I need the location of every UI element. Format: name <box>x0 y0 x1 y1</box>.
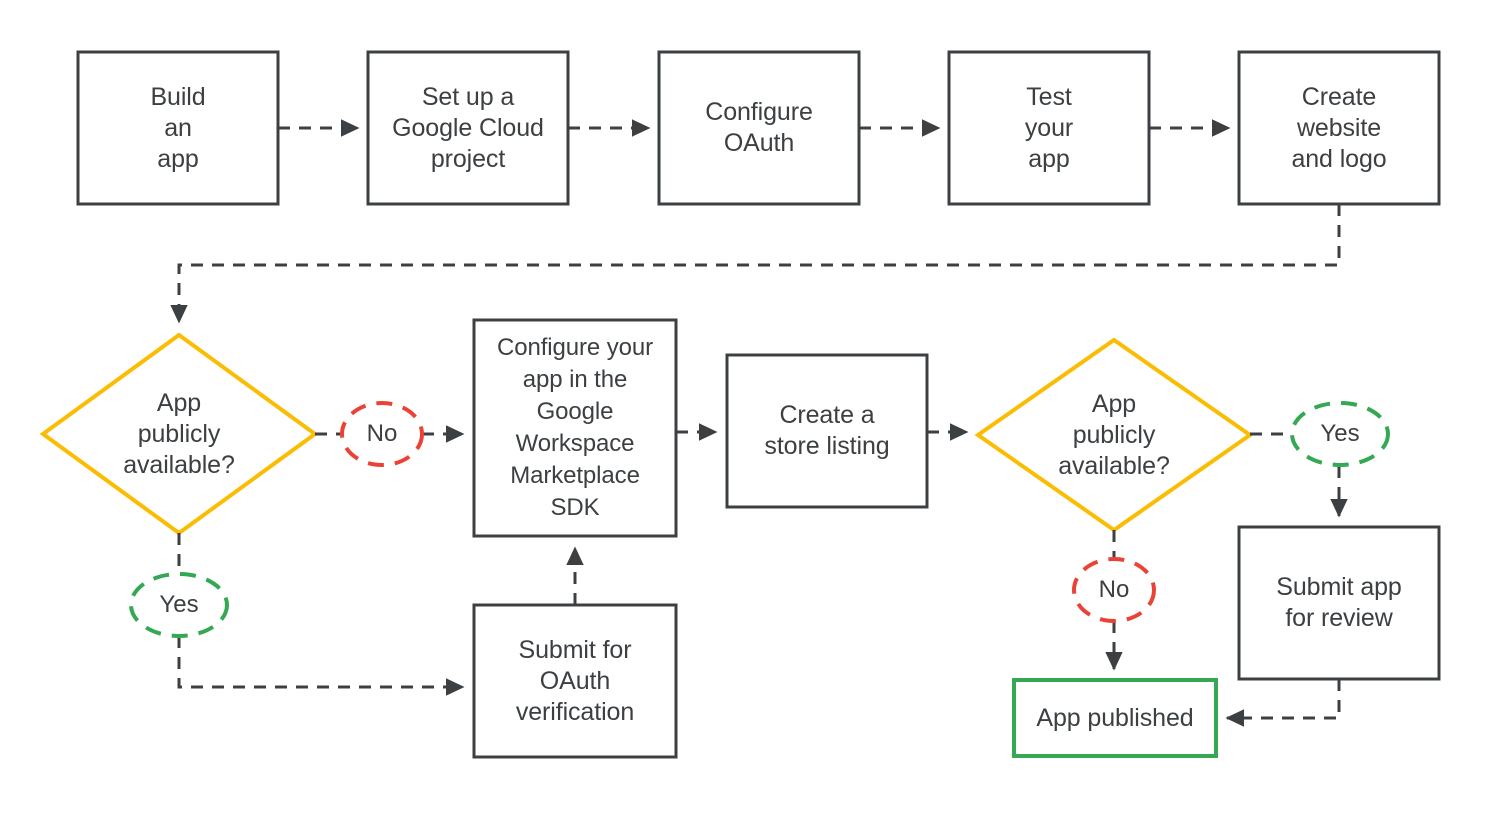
hit-submit-oauth-verification[interactable] <box>474 605 676 757</box>
hit-test-your-app[interactable] <box>949 52 1149 204</box>
node-build-an-app[interactable] <box>76 50 280 206</box>
hit-app-published[interactable] <box>1014 680 1216 756</box>
node-configure-oauth[interactable] <box>657 50 861 206</box>
hit-configure-app-in-sdk[interactable] <box>474 320 676 536</box>
hit-create-a-store-listing[interactable] <box>727 355 927 507</box>
node-set-up-gcp-project[interactable] <box>366 50 570 206</box>
node-create-a-store-listing[interactable] <box>725 353 929 509</box>
edge-decision1-yes-bottom <box>177 636 465 696</box>
badge-yes-2 <box>1290 401 1390 467</box>
hit-decision-public-2[interactable] <box>978 340 1250 530</box>
edge-label-shapes <box>129 401 1390 638</box>
hit-set-up-gcp-project[interactable] <box>368 52 568 204</box>
edge-paths <box>170 119 1348 727</box>
node-submit-app-for-review[interactable] <box>1237 525 1441 681</box>
hit-create-website-and-logo[interactable] <box>1239 52 1439 204</box>
badge-no-1 <box>340 401 424 467</box>
node-submit-for-oauth-verification[interactable] <box>472 603 678 759</box>
node-app-published[interactable] <box>1012 678 1218 758</box>
badge-no-2 <box>1072 557 1156 623</box>
hit-configure-oauth[interactable] <box>659 52 859 204</box>
hit-decision-public-1[interactable] <box>43 335 315 533</box>
edge-website-to-decision-1 <box>170 204 1341 324</box>
hit-submit-app-for-review[interactable] <box>1239 527 1439 679</box>
edge-review-to-app-published <box>1225 679 1341 727</box>
badge-yes-1 <box>129 572 229 638</box>
node-configure-app-in-sdk[interactable] <box>472 318 678 538</box>
hit-build-an-app[interactable] <box>78 52 278 204</box>
node-shapes <box>39 50 1441 759</box>
